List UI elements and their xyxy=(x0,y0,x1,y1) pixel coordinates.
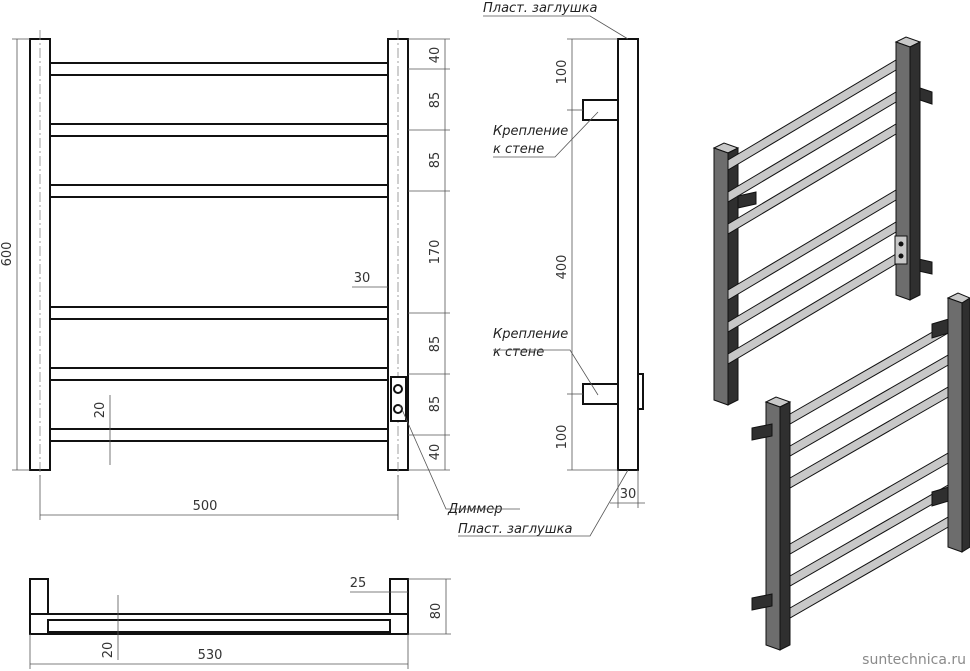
top-bar: 20 xyxy=(101,642,116,659)
gap-3: 85 xyxy=(428,152,443,169)
side-dim-2: 400 xyxy=(555,255,570,280)
front-view: 600 40 85 85 170 85 85 40 30 20 500 xyxy=(0,30,450,520)
top-view: 530 20 25 80 xyxy=(29,576,451,669)
side-dim-1: 100 xyxy=(555,60,570,85)
label-plug-bottom: Пласт. заглушка xyxy=(458,522,572,537)
label-mount-1a: Крепление xyxy=(493,124,568,139)
gap-6: 85 xyxy=(428,396,443,413)
dim-height: 600 xyxy=(0,242,15,267)
gap-2: 85 xyxy=(428,92,443,109)
crossbars xyxy=(49,62,389,442)
side-dim-3: 100 xyxy=(555,425,570,450)
isometric-view-upper xyxy=(712,36,933,406)
label-dimmer: Диммер xyxy=(447,502,502,517)
isometric-view-lower xyxy=(751,292,970,651)
label-mount-1b: к стене xyxy=(493,142,544,157)
gap-5: 85 xyxy=(428,336,443,353)
label-mount-2b: к стене xyxy=(493,345,544,360)
side-depth: 30 xyxy=(620,487,637,502)
watermark: suntechnica.ru xyxy=(862,652,966,668)
side-post xyxy=(617,38,639,471)
gap-4: 170 xyxy=(428,240,443,265)
iso1-crossbars xyxy=(727,59,897,365)
iso2-crossbars xyxy=(789,321,951,619)
gap-1: 40 xyxy=(428,47,443,64)
side-view: 100 400 100 30 Пласт. заглушка Крепление… xyxy=(399,1,645,537)
dim-post-width: 30 xyxy=(354,271,371,286)
top-post: 25 xyxy=(350,576,367,591)
label-mount-2a: Крепление xyxy=(493,327,568,342)
gap-7: 40 xyxy=(428,444,443,461)
top-depth: 80 xyxy=(429,603,444,620)
label-plug-top: Пласт. заглушка xyxy=(483,1,597,16)
dim-width: 500 xyxy=(193,499,218,514)
top-width: 530 xyxy=(198,648,223,663)
dim-bar-thickness: 20 xyxy=(93,402,108,419)
